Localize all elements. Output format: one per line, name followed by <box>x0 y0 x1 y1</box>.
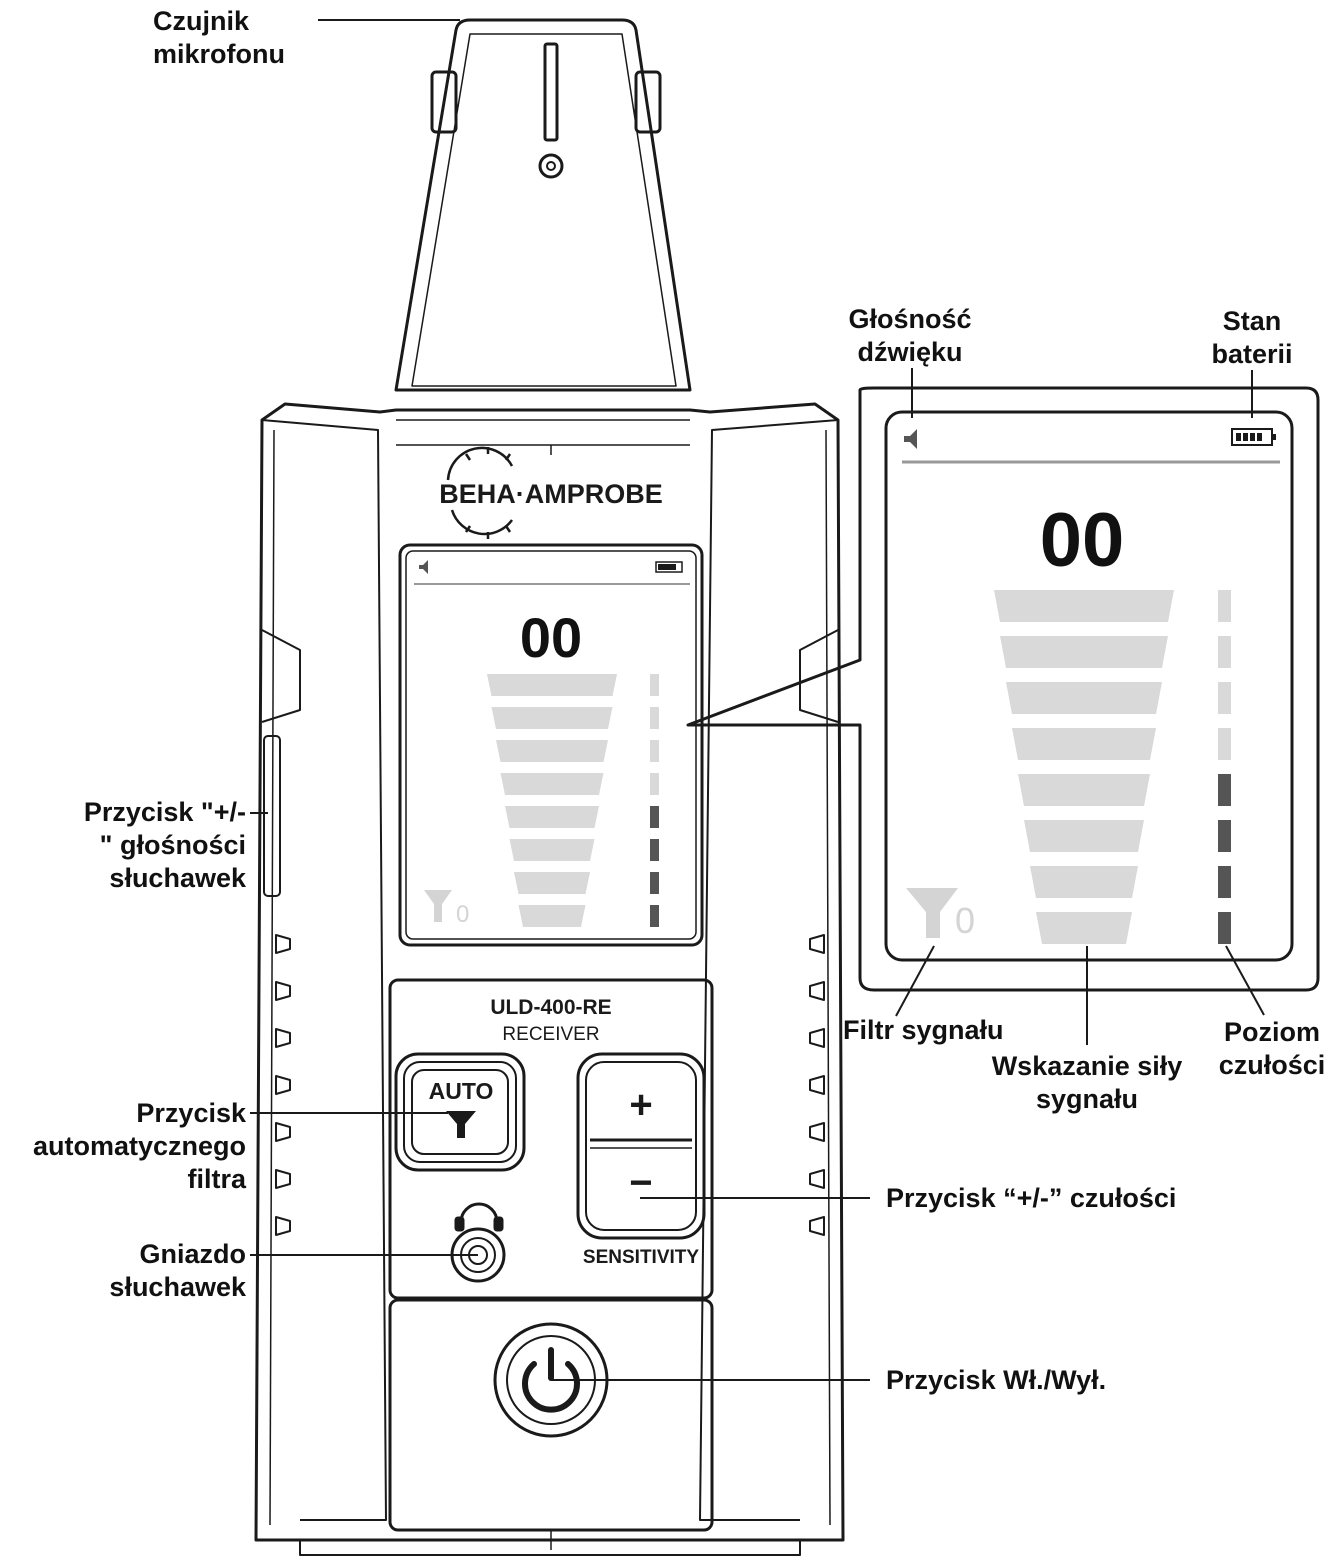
zoom-sensitivity-segment <box>1218 866 1231 898</box>
speaker-icon <box>419 560 428 574</box>
microphone-sensor <box>394 18 692 392</box>
signal-bar <box>491 707 613 729</box>
callout-battery-line-1: Stan <box>1222 306 1282 336</box>
signal-bar <box>496 740 608 762</box>
zoom-signal-bar <box>1036 912 1132 944</box>
zoom-reading: 00 <box>1040 498 1125 583</box>
callout-volume: Głośność dźwięku <box>830 303 990 369</box>
callout-headphone-volume-line-1: Przycisk "+/- <box>83 797 246 827</box>
callout-headphone-jack-line-1: Gniazdo <box>139 1239 247 1269</box>
grip-ridges <box>275 934 825 1236</box>
headphones-icon <box>454 1202 504 1232</box>
zoom-sensitivity-segment <box>1218 590 1231 622</box>
callout-signal-strength-line-2: sygnału <box>1035 1084 1139 1114</box>
zoom-signal-bar <box>1030 866 1138 898</box>
zoom-signal-bar <box>994 590 1174 622</box>
minus-symbol: − <box>629 1161 652 1205</box>
keypad-panel <box>388 978 714 1532</box>
filter-value: 0 <box>456 901 469 928</box>
callout-volume-line-2: dźwięku <box>857 337 963 367</box>
brand-logo: BEHA·AMPROBE <box>439 479 663 509</box>
funnel-icon <box>424 890 452 922</box>
zoom-signal-bar <box>1024 820 1144 852</box>
zoom-filter-value: 0 <box>955 900 975 941</box>
callout-power-button: Przycisk Wł./Wył. <box>886 1364 1206 1397</box>
callout-signal-strength: Wskazanie siły sygnału <box>976 1050 1198 1116</box>
callout-battery: Stan baterii <box>1190 305 1314 371</box>
zoom-signal-strength-bars <box>994 590 1174 944</box>
zoom-sensitivity-segments <box>1218 590 1231 944</box>
callout-signal-filter: Filtr sygnału <box>843 1014 1043 1047</box>
zoom-speaker-icon <box>904 429 917 449</box>
plus-symbol: + <box>629 1083 652 1127</box>
zoom-signal-bar <box>1000 636 1168 668</box>
sensitivity-label: SENSITIVITY <box>583 1247 699 1268</box>
callout-signal-filter-line-1: Filtr sygnału <box>843 1015 1004 1045</box>
callout-auto-filter-line-3: filtra <box>187 1164 246 1194</box>
callout-volume-line-1: Głośność <box>848 304 972 334</box>
callout-headphone-volume: Przycisk "+/- " głośności słuchawek <box>0 796 246 895</box>
callout-headphone-volume-line-3: słuchawek <box>109 863 246 893</box>
callout-sensitivity-level-line-2: czułości <box>1218 1050 1326 1080</box>
callout-sensitivity-level-line-1: Poziom <box>1223 1017 1320 1047</box>
sensitivity-rocker[interactable] <box>576 1052 706 1240</box>
zoom-callout-frame <box>686 386 1320 992</box>
zoom-signal-bar <box>1006 682 1162 714</box>
zoom-signal-bar <box>1018 774 1150 806</box>
signal-bar <box>509 839 595 861</box>
brand-logo-mark <box>446 446 514 539</box>
callout-microphone-line-1: Czujnik <box>153 6 250 36</box>
sensitivity-segment <box>650 740 659 762</box>
callout-microphone: Czujnik mikrofonu <box>153 5 353 71</box>
device-display <box>398 543 704 947</box>
zoom-signal-bar <box>1012 728 1156 760</box>
auto-funnel-icon <box>446 1111 476 1138</box>
callout-auto-filter-line-2: automatycznego <box>32 1131 246 1161</box>
callout-sensitivity-level: Poziom czułości <box>1208 1016 1336 1082</box>
model-subtitle: RECEIVER <box>502 1024 599 1045</box>
zoom-battery-icon <box>1231 428 1276 446</box>
sensitivity-segment <box>650 674 659 696</box>
signal-bar <box>500 773 604 795</box>
callout-battery-line-2: baterii <box>1211 339 1293 369</box>
callout-headphone-jack: Gniazdo słuchawek <box>0 1238 246 1304</box>
callout-signal-strength-line-1: Wskazanie siły <box>991 1051 1183 1081</box>
callout-power-button-line-1: Przycisk Wł./Wył. <box>886 1365 1107 1395</box>
zoom-funnel-icon <box>906 888 958 938</box>
callout-microphone-line-2: mikrofonu <box>153 39 285 69</box>
sensitivity-segment <box>650 707 659 729</box>
callout-headphone-volume-line-2: " głośności <box>99 830 246 860</box>
zoom-sensitivity-segment <box>1218 820 1231 852</box>
auto-label: AUTO <box>429 1078 494 1104</box>
sensitivity-segment <box>650 773 659 795</box>
sensitivity-segment <box>650 806 659 828</box>
signal-bar <box>514 872 590 894</box>
zoom-sensitivity-segment <box>1218 682 1231 714</box>
zoom-sensitivity-segment <box>1218 774 1231 806</box>
signal-bar <box>487 674 617 696</box>
display-reading: 00 <box>520 606 582 669</box>
battery-icon <box>655 561 683 573</box>
sensitivity-segment <box>650 905 659 927</box>
zoom-sensitivity-segment <box>1218 912 1231 944</box>
callout-auto-filter: Przycisk automatycznego filtra <box>0 1097 246 1196</box>
zoom-sensitivity-segment <box>1218 728 1231 760</box>
sensitivity-segment <box>650 839 659 861</box>
model-name: ULD-400-RE <box>490 996 611 1019</box>
device-body <box>254 402 845 1556</box>
sensitivity-segment <box>650 872 659 894</box>
callout-auto-filter-line-1: Przycisk <box>136 1098 246 1128</box>
signal-strength-bars <box>487 674 617 927</box>
sensitivity-segments <box>650 674 659 927</box>
leader-lines <box>250 19 1265 1381</box>
callout-sensitivity-button: Przycisk “+/-” czułości <box>886 1182 1286 1215</box>
callout-headphone-jack-line-2: słuchawek <box>109 1272 246 1302</box>
signal-bar <box>518 905 586 927</box>
zoom-sensitivity-segment <box>1218 636 1231 668</box>
callout-sensitivity-button-line-1: Przycisk “+/-” czułości <box>886 1183 1177 1213</box>
signal-bar <box>505 806 599 828</box>
